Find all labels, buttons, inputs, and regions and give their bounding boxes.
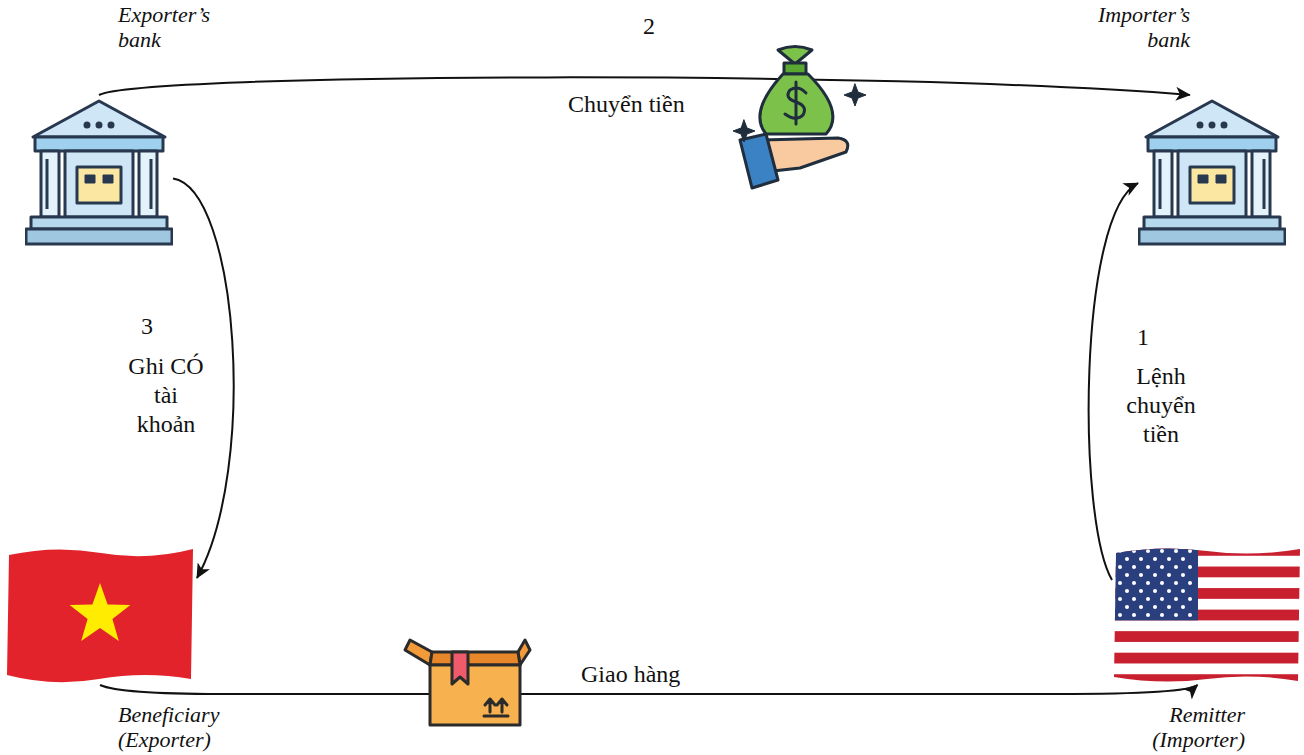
edge-label: Lệnh chuyển tiền bbox=[1115, 362, 1207, 449]
party-label: Beneficiary (Exporter) bbox=[118, 702, 268, 752]
money-hand-icon bbox=[733, 47, 866, 189]
us-flag bbox=[1112, 545, 1302, 685]
party-label: Remitter (Importer) bbox=[1115, 702, 1245, 752]
vietnam-flag bbox=[5, 545, 195, 685]
bank-node: Importer’s bank bbox=[1138, 95, 1286, 247]
edge-label: Ghi CÓ tài khoản bbox=[120, 352, 212, 439]
edge-label: Chuyển tiền bbox=[565, 90, 688, 119]
bank-icon bbox=[25, 95, 173, 247]
party-node: Beneficiary (Exporter) bbox=[5, 545, 195, 685]
edge-label: Giao hàng bbox=[578, 660, 683, 689]
bank-node: Exporter’s bank bbox=[25, 95, 173, 247]
party-node: Remitter (Importer) bbox=[1112, 545, 1302, 685]
callout-number: 2 bbox=[643, 12, 655, 40]
callout-number: 3 bbox=[141, 312, 153, 340]
parcel-icon bbox=[405, 640, 530, 725]
bank-icon bbox=[1138, 95, 1286, 247]
party-label: Exporter’s bank bbox=[118, 2, 243, 52]
callout-number: 1 bbox=[1137, 323, 1149, 351]
party-label: Importer’s bank bbox=[1055, 2, 1190, 52]
